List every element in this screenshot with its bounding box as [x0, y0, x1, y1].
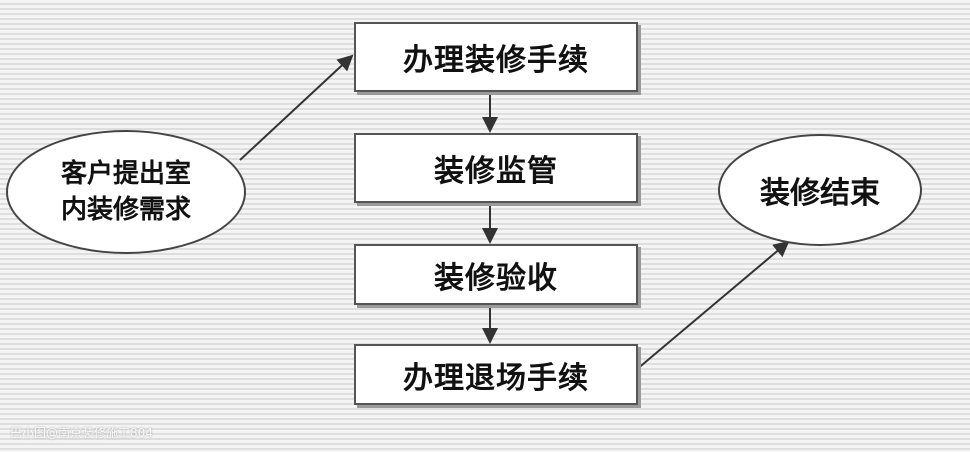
watermark: 巴小图@南京装修施工804	[10, 426, 153, 440]
start-node-label: 客户提出室内装修需求	[60, 159, 191, 225]
step-box-3: 装修验收	[354, 244, 638, 305]
step-label-3: 装修验收	[434, 260, 558, 296]
step-box-4: 办理退场手续	[354, 344, 638, 405]
end-node: 装修结束	[718, 134, 922, 246]
step-label-4: 办理退场手续	[403, 360, 589, 396]
step-label-2: 装修监管	[434, 154, 558, 189]
step-label-1: 办理装修手续	[403, 43, 589, 78]
step-box-1: 办理装修手续	[354, 22, 638, 92]
end-node-label: 装修结束	[760, 176, 880, 211]
arrow-step4-to-end	[635, 240, 790, 371]
step-box-2: 装修监管	[354, 133, 638, 203]
arrow-start-to-step1	[239, 54, 354, 161]
start-node: 客户提出室内装修需求	[6, 130, 246, 254]
